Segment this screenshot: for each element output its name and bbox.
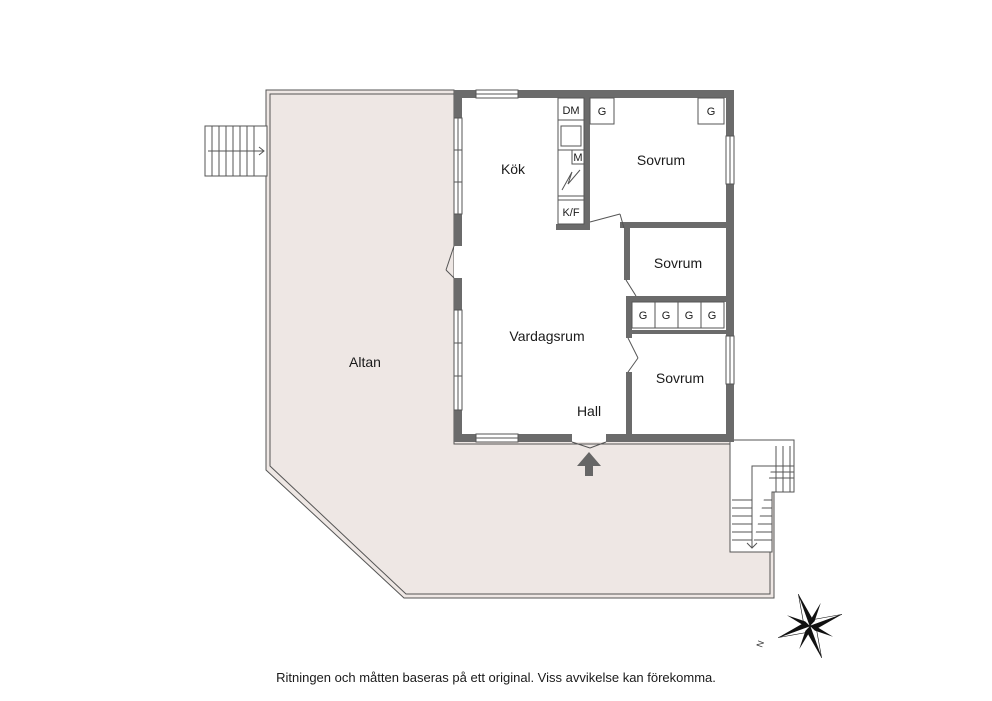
right-stair: [729, 439, 795, 553]
left-stair: [204, 125, 268, 177]
wardrobe-label-4: G: [662, 310, 671, 322]
microwave-label: M: [573, 152, 582, 164]
room-label-altan: Altan: [349, 354, 381, 370]
kitchen-cabinets: [557, 97, 585, 225]
room-label-sovrum-1: Sovrum: [637, 152, 685, 168]
room-label-hall: Hall: [577, 403, 601, 419]
wardrobe-label-6: G: [708, 310, 717, 322]
interior-walls: [556, 90, 732, 438]
wardrobe-label-1: G: [598, 106, 607, 118]
doors-exterior: [445, 245, 607, 449]
room-label-kok: Kök: [501, 161, 526, 177]
disclaimer-text: Ritningen och måtten baseras på ett orig…: [276, 670, 716, 685]
fridge-freezer-label: K/F: [562, 207, 579, 219]
doors-interior: [589, 213, 639, 373]
dishwasher-label: DM: [562, 105, 579, 117]
entrance-arrow-icon: [577, 452, 601, 476]
windows: [453, 89, 735, 443]
wardrobe-label-5: G: [685, 310, 694, 322]
room-label-sovrum-2: Sovrum: [654, 255, 702, 271]
compass-north-label: N: [754, 639, 766, 649]
wardrobe-label-3: G: [639, 310, 648, 322]
wardrobes-bottom: [631, 301, 725, 329]
wardrobes-top: [589, 97, 725, 125]
house-floor: [454, 90, 734, 442]
compass-icon: [777, 593, 843, 659]
wardrobe-label-2: G: [707, 106, 716, 118]
room-label-vardagsrum: Vardagsrum: [509, 328, 584, 344]
room-label-sovrum-3: Sovrum: [656, 370, 704, 386]
